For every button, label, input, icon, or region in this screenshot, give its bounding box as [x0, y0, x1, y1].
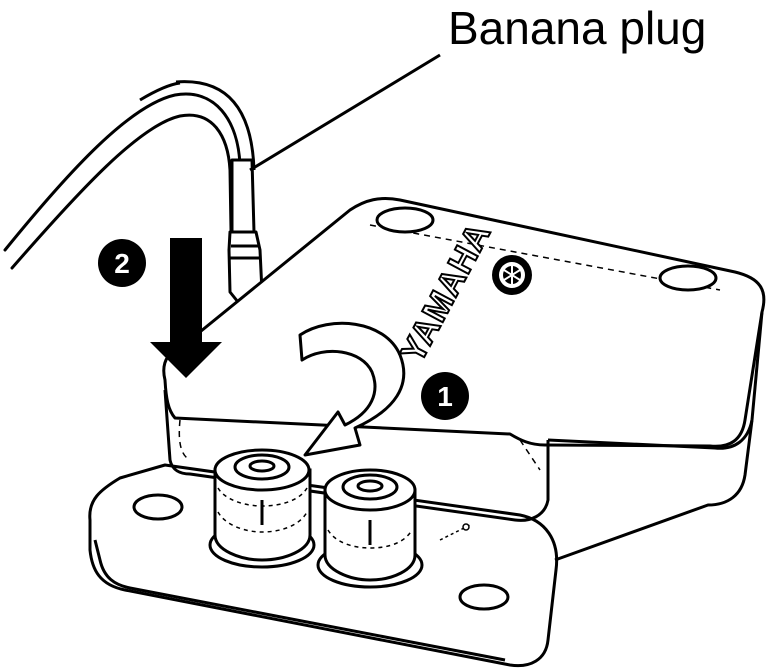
terminal-marker-dot	[462, 523, 470, 531]
callout-leader-line	[249, 53, 441, 172]
step-1-badge: 1	[421, 372, 469, 420]
mounting-hole-top-right	[658, 264, 718, 292]
rotate-arrow-icon	[298, 321, 406, 457]
mounting-hole-base-right	[458, 583, 510, 611]
binding-post-right	[316, 468, 424, 589]
callout-label: Banana plug	[448, 2, 706, 54]
step-2-number: 2	[114, 248, 130, 279]
brand-emblem	[492, 255, 532, 295]
binding-post-left	[208, 448, 316, 569]
mounting-hole-base-left	[132, 493, 184, 521]
banana-plug-cable	[3, 92, 243, 270]
step-1-number: 1	[437, 381, 453, 412]
housing-edge-lines	[178, 224, 721, 471]
insert-down-arrow-icon	[150, 238, 222, 378]
step-2-badge: 2	[98, 239, 146, 287]
mounting-hole-top-left	[375, 206, 435, 234]
